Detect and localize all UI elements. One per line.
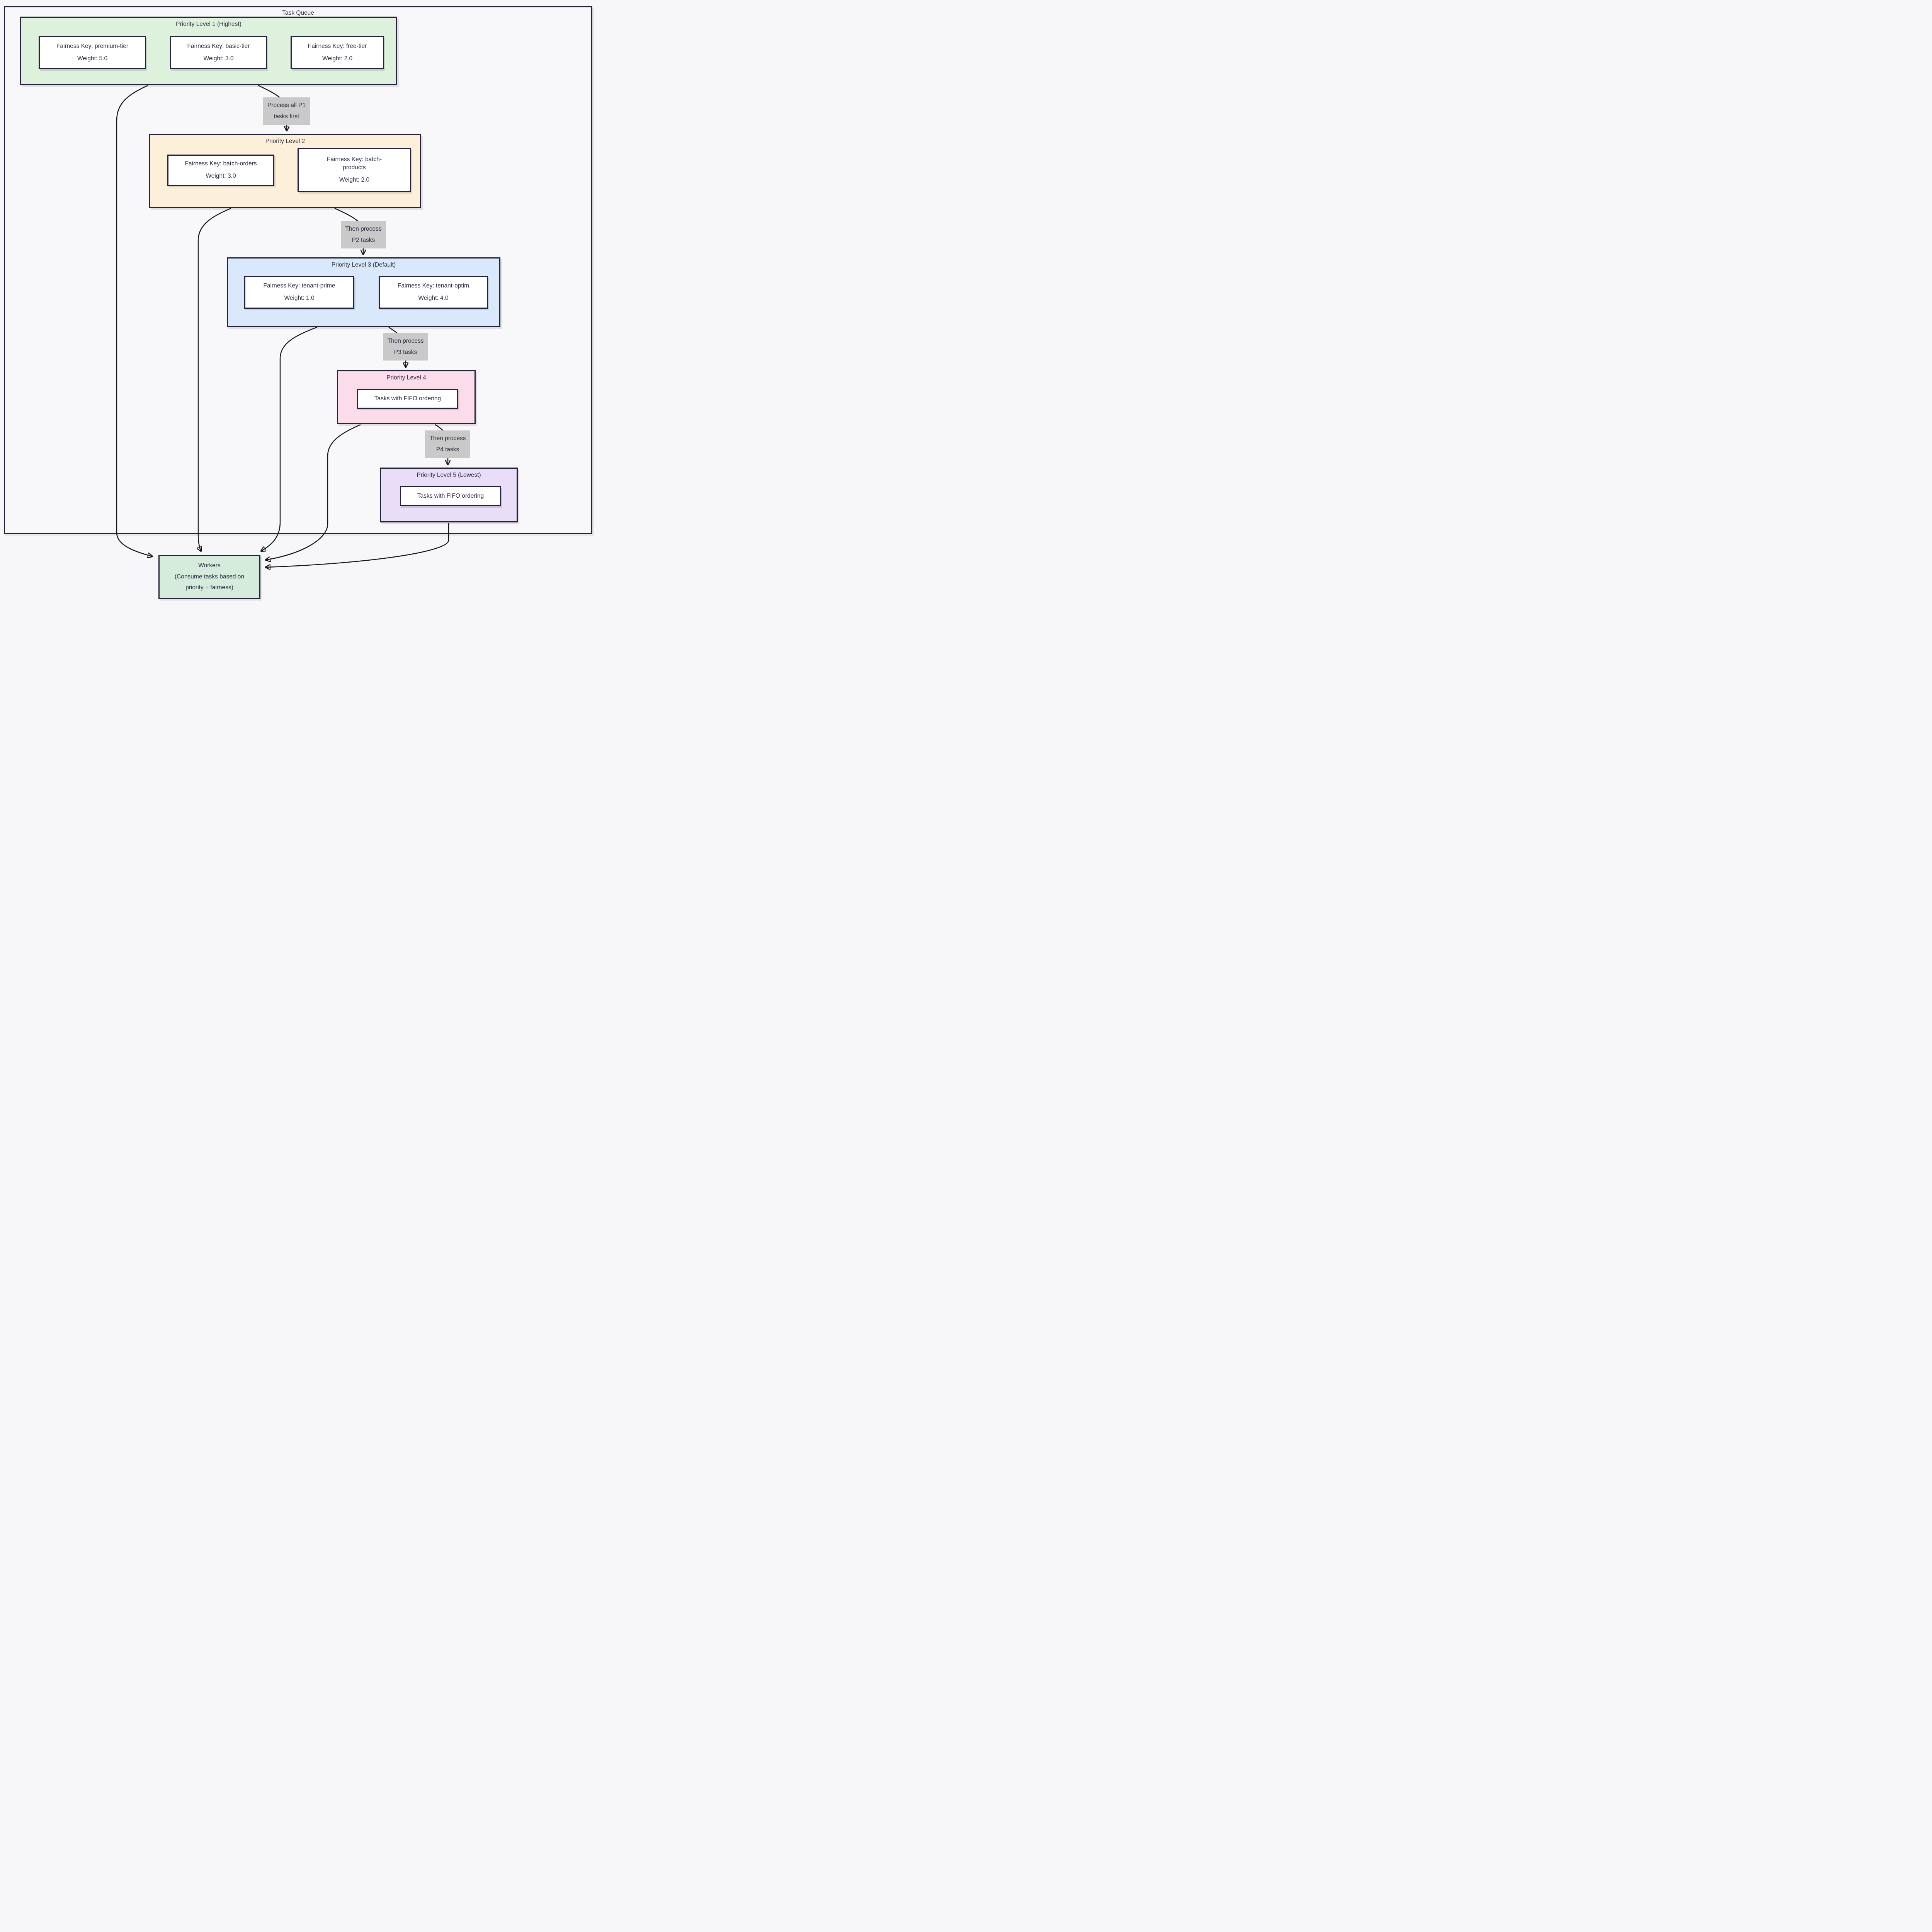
weight-label: Weight: 3.0 — [206, 173, 236, 179]
fairness-key-label: Fairness Key: basic-tier — [187, 43, 250, 49]
workers-line: priority + fairness) — [185, 584, 233, 591]
weight-label: Weight: 2.0 — [322, 55, 353, 62]
node-free-tier: Fairness Key: free-tier Weight: 2.0 — [291, 36, 384, 69]
workers-node: Workers (Consume tasks based on priority… — [158, 555, 260, 599]
group-title: Priority Level 4 — [386, 374, 426, 381]
group-title: Priority Level 3 (Default) — [331, 262, 396, 268]
priority-level-1-group: Priority Level 1 (Highest) Fairness Key:… — [20, 17, 397, 85]
fairness-key-label: Fairness Key: batch-products — [327, 156, 382, 171]
weight-label: Weight: 5.0 — [77, 55, 108, 62]
priority-level-3-group: Priority Level 3 (Default) Fairness Key:… — [227, 257, 500, 327]
priority-level-4-group: Priority Level 4 Tasks with FIFO orderin… — [337, 370, 476, 424]
fairness-key-label: Fairness Key: tenant-prime — [263, 282, 335, 289]
workers-line: (Consume tasks based on — [174, 573, 245, 580]
edge-label-process-p4: Then process P4 tasks — [425, 430, 470, 458]
fairness-key-label: Fairness Key: tenant-optim — [397, 282, 469, 289]
diagram-title: Task Queue — [282, 10, 314, 16]
group-title: Priority Level 2 — [265, 138, 305, 145]
fifo-label: Tasks with FIFO ordering — [374, 395, 441, 402]
weight-label: Weight: 2.0 — [339, 176, 370, 183]
edge-label-process-p2: Then process P2 tasks — [341, 221, 386, 248]
fairness-key-label: Fairness Key: batch-orders — [185, 160, 257, 167]
edge-label-process-p1: Process all P1 tasks first — [263, 97, 310, 125]
workers-line: Workers — [198, 562, 221, 569]
weight-label: Weight: 3.0 — [203, 55, 234, 62]
fairness-key-label: Fairness Key: free-tier — [308, 43, 367, 49]
node-basic-tier: Fairness Key: basic-tier Weight: 3.0 — [170, 36, 267, 69]
priority-level-5-group: Priority Level 5 (Lowest) Tasks with FIF… — [380, 468, 518, 522]
weight-label: Weight: 1.0 — [284, 295, 315, 301]
group-title: Priority Level 1 (Highest) — [176, 21, 242, 27]
node-batch-products: Fairness Key: batch-products Weight: 2.0 — [298, 148, 411, 192]
weight-label: Weight: 4.0 — [418, 295, 449, 301]
priority-level-2-group: Priority Level 2 Fairness Key: batch-ord… — [149, 134, 421, 208]
fairness-key-label: Fairness Key: premium-tier — [56, 43, 129, 49]
node-fifo-p4: Tasks with FIFO ordering — [357, 389, 458, 409]
task-queue-diagram: Task Queue Priority Level 1 (Highest) Fa… — [0, 0, 596, 601]
node-tenant-optim: Fairness Key: tenant-optim Weight: 4.0 — [379, 276, 488, 309]
node-premium-tier: Fairness Key: premium-tier Weight: 5.0 — [39, 36, 146, 69]
group-title: Priority Level 5 (Lowest) — [417, 472, 481, 478]
node-tenant-prime: Fairness Key: tenant-prime Weight: 1.0 — [244, 276, 354, 309]
node-batch-orders: Fairness Key: batch-orders Weight: 3.0 — [167, 155, 274, 186]
edge-label-process-p3: Then process P3 tasks — [383, 333, 428, 361]
fifo-label: Tasks with FIFO ordering — [417, 492, 484, 499]
node-fifo-p5: Tasks with FIFO ordering — [400, 486, 501, 506]
